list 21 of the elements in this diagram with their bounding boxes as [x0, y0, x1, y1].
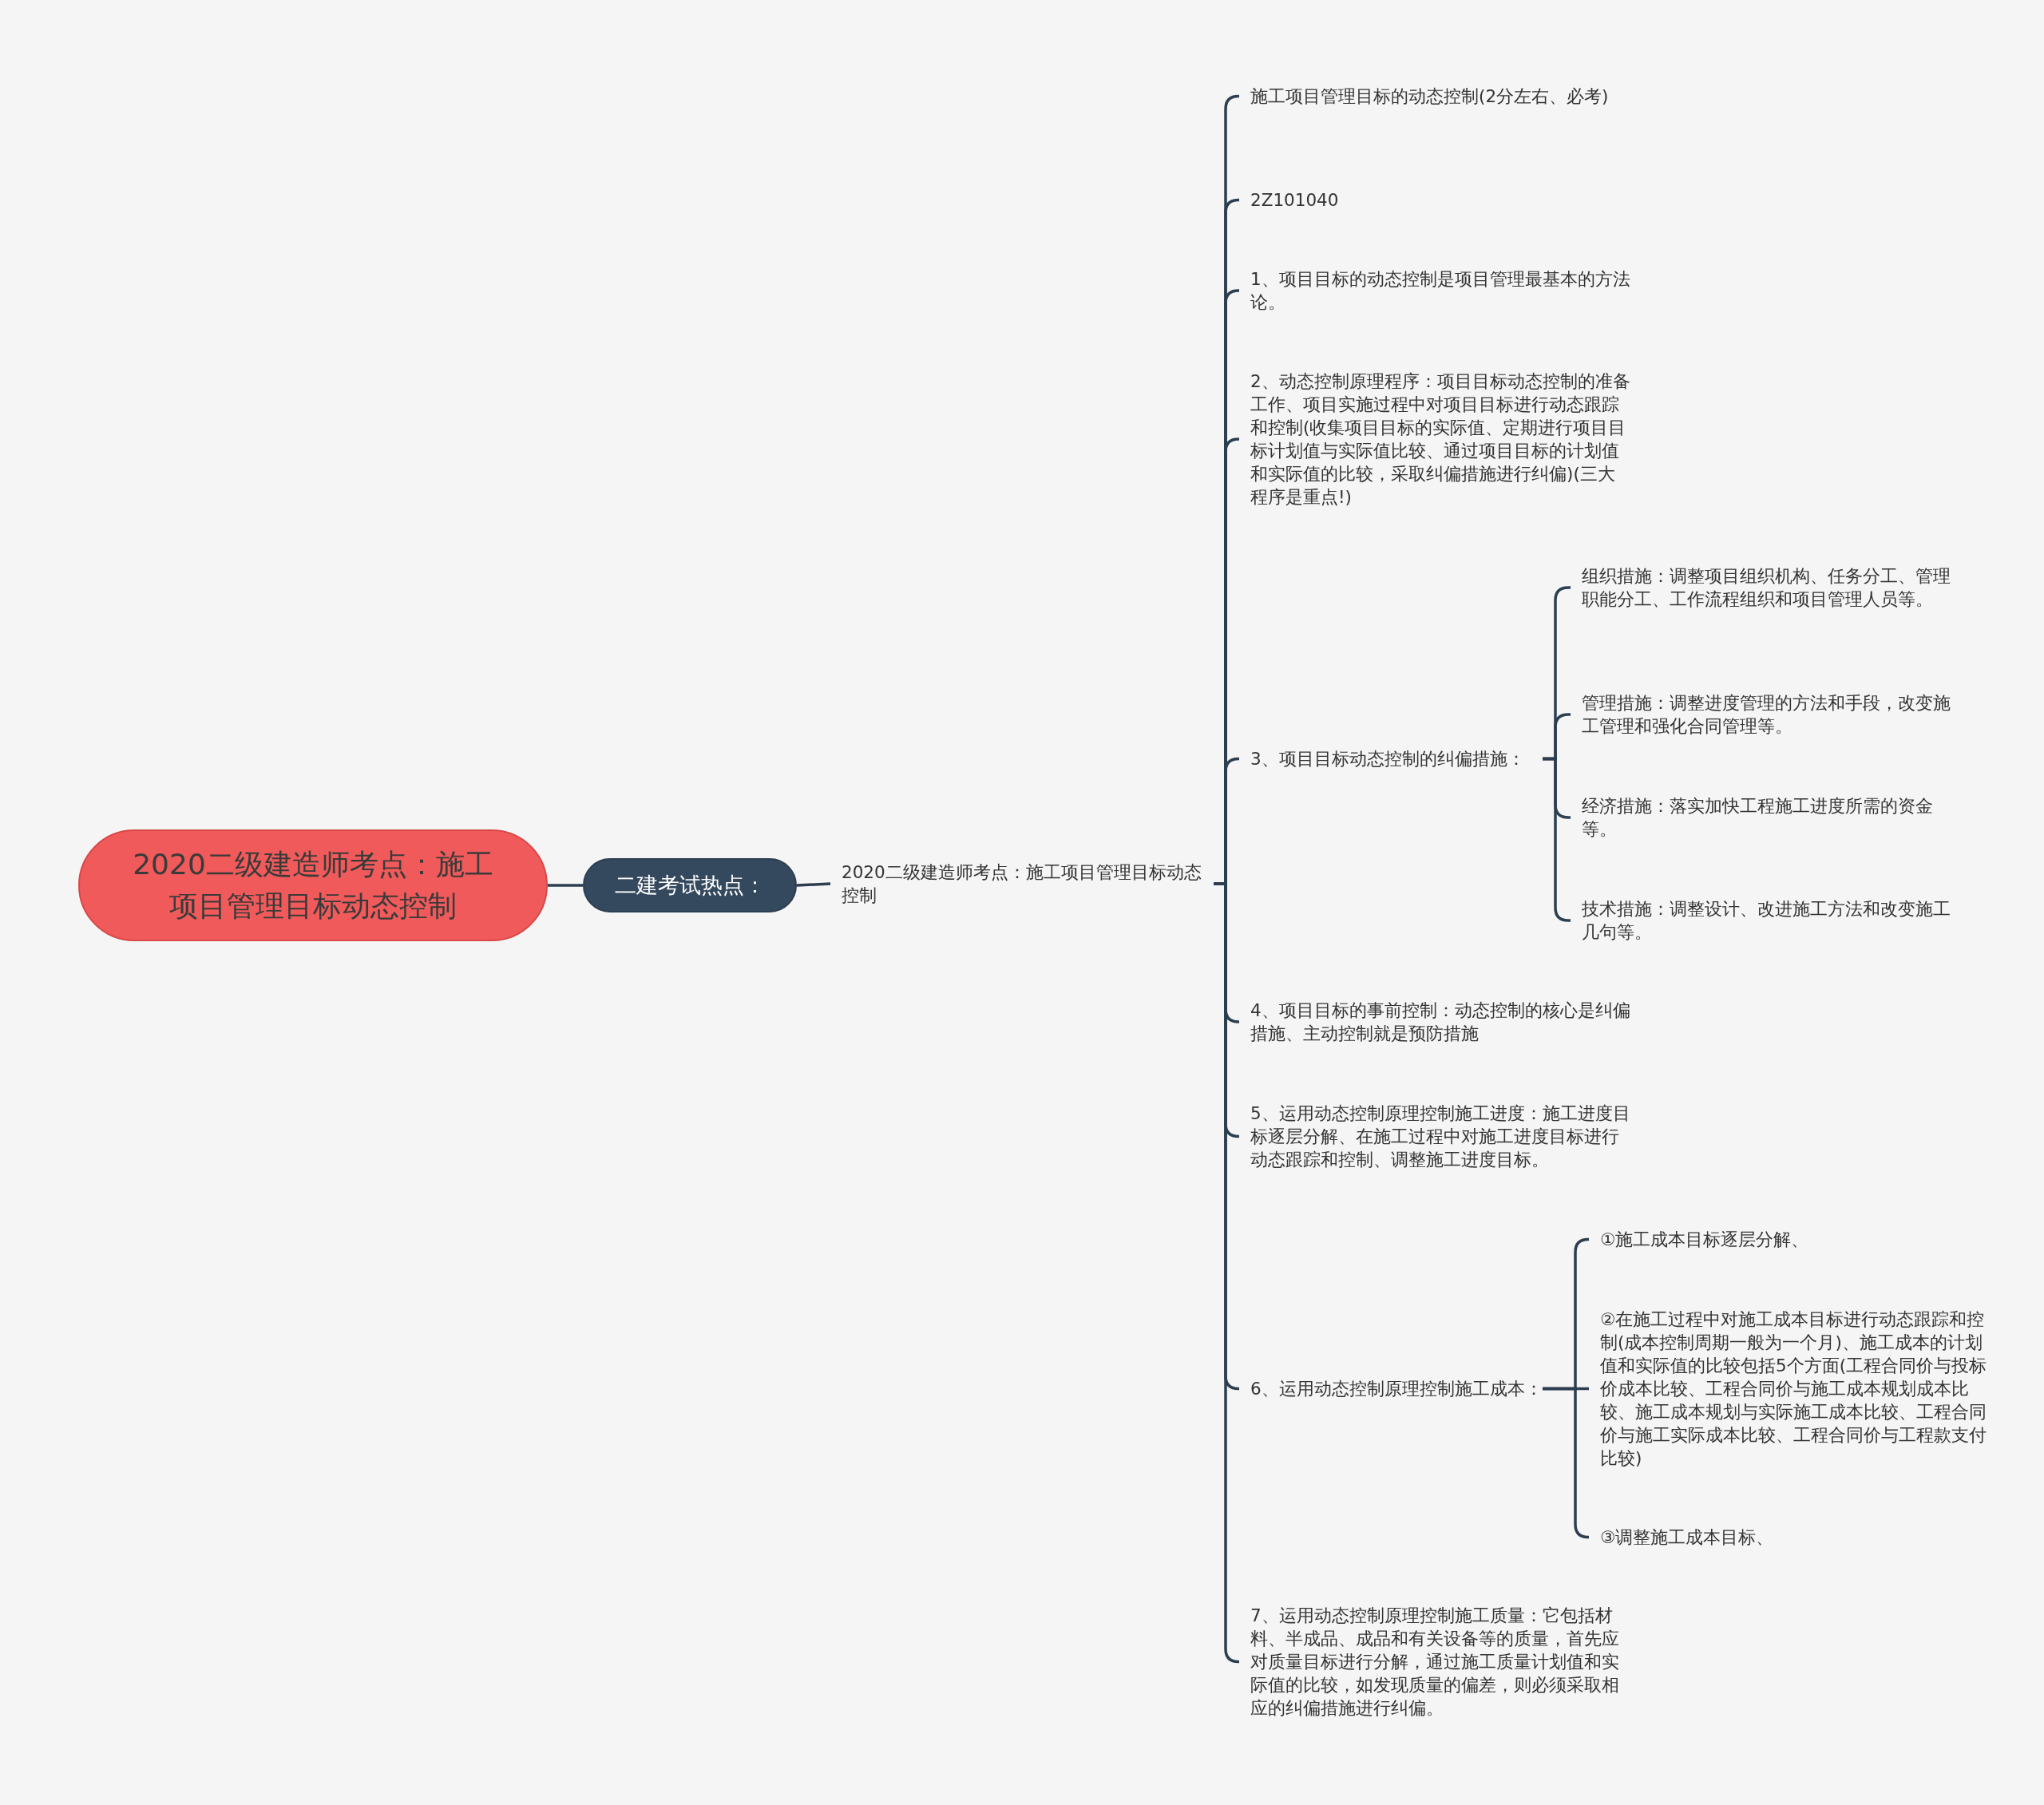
topic-text: ③调整施工成本目标、: [1589, 1526, 1988, 1549]
topic-text: ①施工成本目标逐层分解、: [1589, 1228, 1988, 1251]
topic-text: 6、运用动态控制原理控制施工成本：: [1239, 1377, 1543, 1400]
topic-text: 1、项目目标的动态控制是项目管理最基本的方法论。: [1239, 267, 1630, 314]
topic-text: 2Z101040: [1239, 188, 1630, 212]
topic-text: 7、运用动态控制原理控制施工质量：它包括材料、半成品、成品和有关设备等的质量，首先应对质量目标进行分解，通过施工质量计划值和实际值的比较，如发现质量的偏差，则必须采取相应的纠偏措施进行纠偏。: [1239, 1604, 1630, 1720]
topic-text: 组织措施：调整项目组织机构、任务分工、管理职能分工、工作流程组织和项目管理人员等。: [1571, 564, 1962, 611]
central-topic: 2020二级建造师考点：施工项目管理目标动态控制: [78, 829, 548, 941]
topic-text: 施工项目管理目标的动态控制(2分左右、必考): [1239, 85, 1630, 108]
connector-line: [796, 882, 831, 887]
connector-line: [548, 884, 583, 887]
topic-text: 经济措施：落实加快工程施工进度所需的资金等。: [1571, 794, 1962, 841]
topic-text: 2、动态控制原理程序：项目目标动态控制的准备工作、项目实施过程中对项目目标进行动态跟踪和控制(收集项目目标的实际值、定期进行项目目标计划值与实际值比较、通过项目目标的计划值和实际值的比较，采取纠偏措施进行纠偏)(三大程序是重点!): [1239, 370, 1630, 509]
topic-text: 5、运用动态控制原理控制施工进度：施工进度目标逐层分解、在施工过程中对施工进度目标进行动态跟踪和控制、调整施工进度目标。: [1239, 1102, 1630, 1171]
topic-text: 2020二级建造师考点：施工项目管理目标动态控制: [830, 861, 1214, 907]
topic-box: 二建考试热点：: [583, 858, 797, 912]
topic-text: 3、项目目标动态控制的纠偏措施：: [1239, 747, 1543, 770]
topic-text: 4、项目目标的事前控制：动态控制的核心是纠偏措施、主动控制就是预防措施: [1239, 999, 1630, 1045]
topic-text: ②在施工过程中对施工成本目标进行动态跟踪和控制(成本控制周期一般为一个月)、施工成本的计划值和实际值的比较包括5个方面(工程合同价与投标价成本比较、工程合同价与施工成本规划成本比较、施工成本规划与实际施工成本比较、工程合同价与施工实际成本比较、工程合同价与工程款支付比较): [1589, 1308, 1988, 1470]
topic-text: 技术措施：调整设计、改进施工方法和改变施工几句等。: [1571, 897, 1962, 944]
topic-text: 管理措施：调整进度管理的方法和手段，改变施工管理和强化合同管理等。: [1571, 691, 1962, 738]
